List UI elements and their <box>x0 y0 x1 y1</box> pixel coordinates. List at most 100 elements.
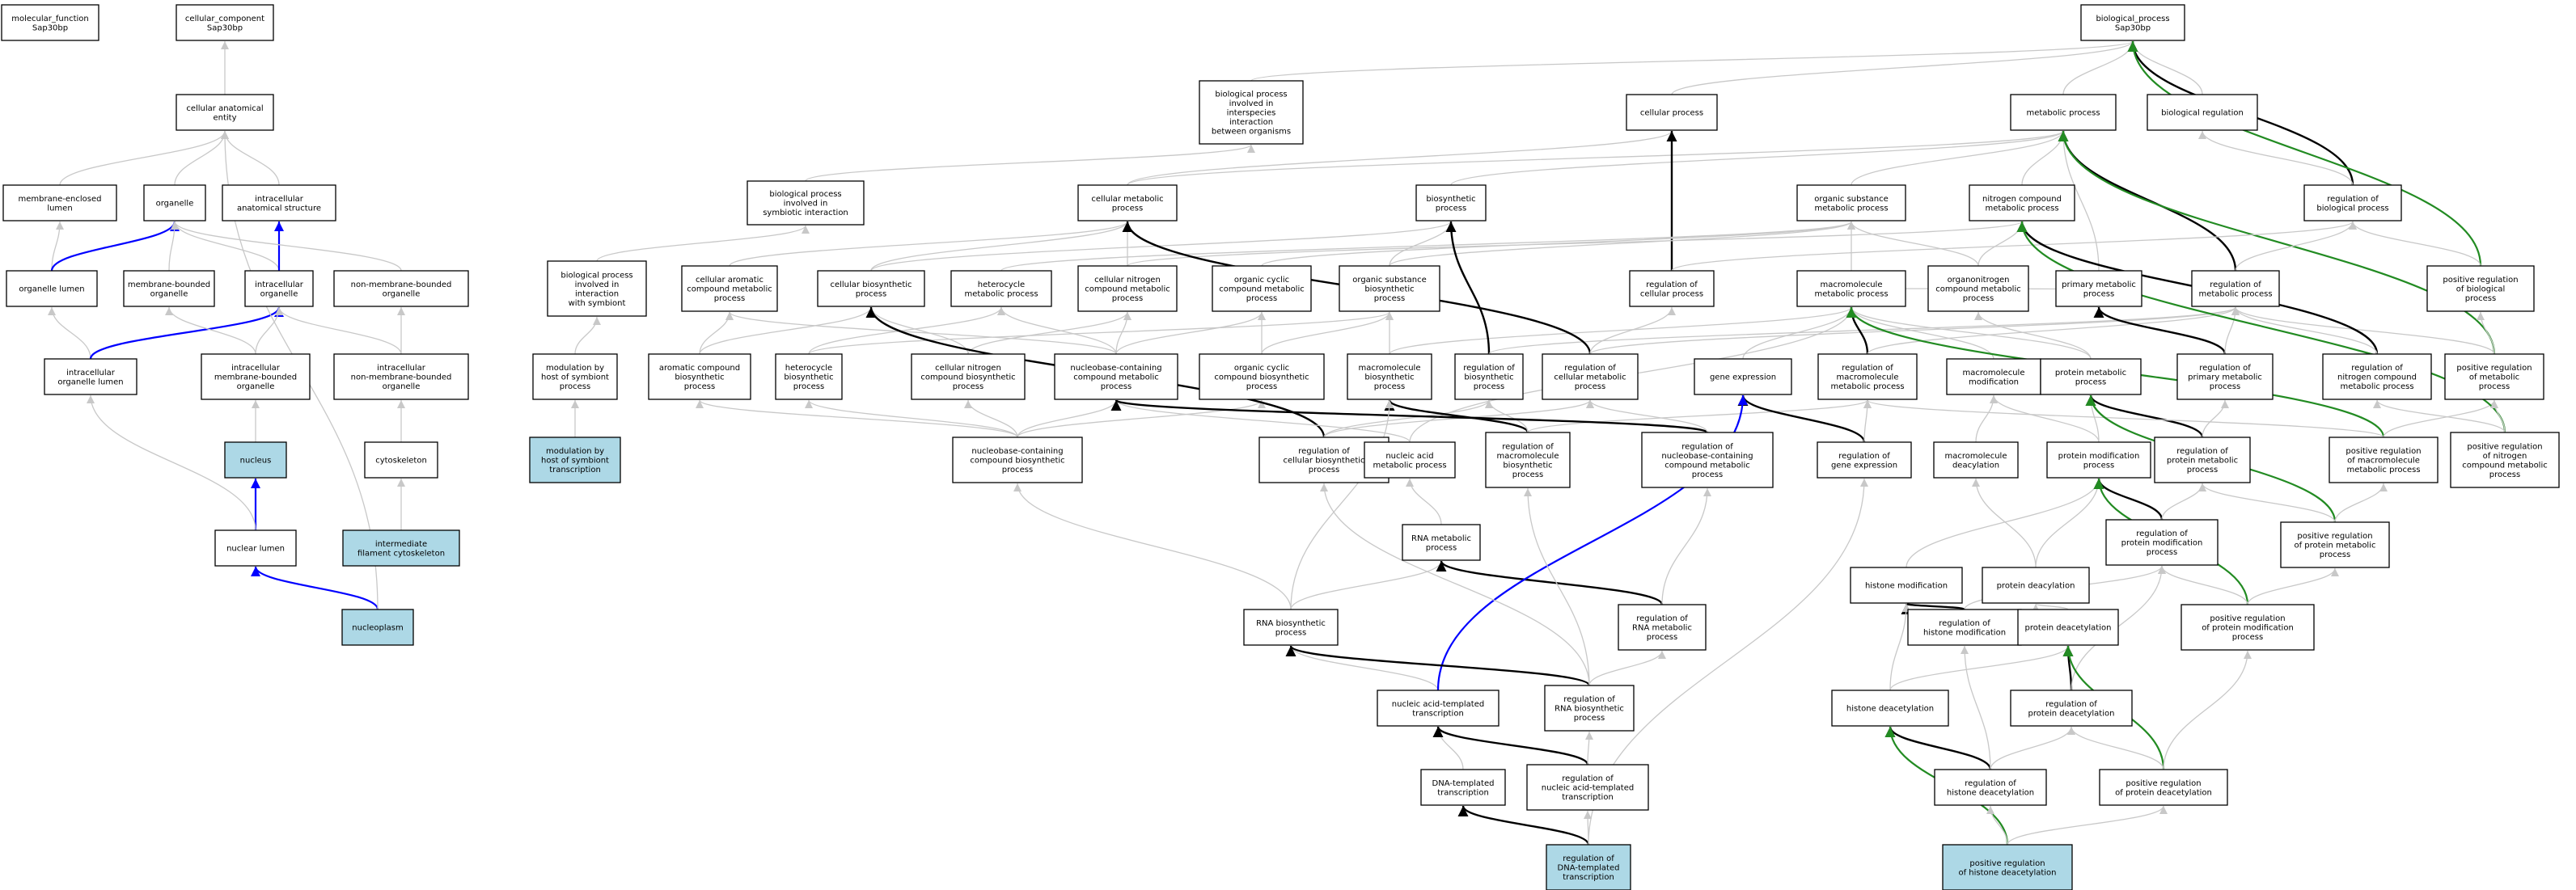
term-label-line: protein deacetylation <box>2028 709 2115 718</box>
term-node-bioreg[interactable]: biological regulation <box>2147 94 2258 131</box>
term-node-cytosk[interactable]: cytoskeleton <box>364 441 438 479</box>
term-node-orglum[interactable]: organelle lumen <box>6 270 98 307</box>
is-a-edge <box>171 221 402 272</box>
term-node-nucleus[interactable]: nucleus <box>224 441 287 479</box>
term-box <box>2099 769 2228 806</box>
term-node-nuclum[interactable]: nuclear lumen <box>214 529 297 567</box>
is-a-edge <box>2198 483 2336 523</box>
term-box <box>648 353 751 400</box>
term-label-line: nucleic acid-templated <box>1542 784 1634 793</box>
term-node-regmbs[interactable]: regulation ofmacromoleculebiosyntheticpr… <box>1485 432 1571 488</box>
term-node-metab[interactable]: metabolic process <box>2010 94 2117 131</box>
term-node-histdeacet[interactable]: histone deacetylation <box>1831 690 1949 727</box>
term-label-line: organelle lumen <box>57 378 123 386</box>
is-a-edge <box>1250 40 2137 82</box>
term-node-geneexp[interactable]: gene expression <box>1694 358 1792 395</box>
term-node-protdeacet[interactable]: protein deacetylation <box>2017 609 2119 646</box>
term-node-inmbo[interactable]: intracellularnon-membrane-boundedorganel… <box>333 353 469 400</box>
term-node-regnccm[interactable]: regulation ofnucleobase-containingcompou… <box>1641 432 1774 488</box>
term-node-histmod[interactable]: histone modification <box>1850 567 1963 604</box>
term-node-protdeacyl[interactable]: protein deacylation <box>1982 567 2090 604</box>
term-box <box>2176 353 2274 400</box>
term-node-organelle[interactable]: organelle <box>143 184 206 221</box>
term-node-cellproc[interactable]: cellular process <box>1626 94 1718 131</box>
term-label-line: metabolic process <box>1814 289 1888 298</box>
term-label-line: anatomical structure <box>237 204 321 213</box>
term-node-nucleoplasm[interactable]: nucleoplasm <box>341 609 414 646</box>
